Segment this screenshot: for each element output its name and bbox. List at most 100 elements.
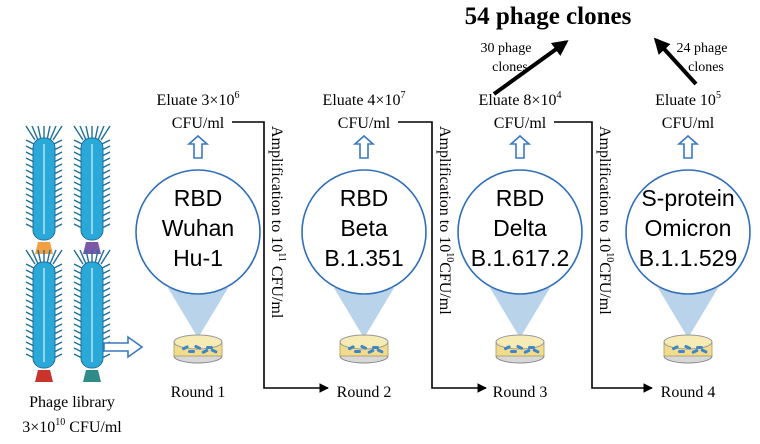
eluate-line2: CFU/ml bbox=[494, 115, 547, 132]
round-label: Round 4 bbox=[661, 384, 716, 401]
magnify-cone bbox=[658, 288, 718, 338]
right-result-arrow bbox=[653, 37, 698, 86]
magnify-cone bbox=[168, 288, 228, 338]
petri-dish bbox=[495, 334, 545, 364]
phage-1 bbox=[25, 125, 63, 254]
target-line-3: Hu-1 bbox=[173, 245, 223, 271]
eluate-arrow bbox=[676, 134, 700, 159]
phage-tip bbox=[83, 370, 101, 382]
dish-phage bbox=[360, 344, 368, 350]
dish-phage bbox=[372, 346, 379, 349]
phage-4 bbox=[73, 249, 111, 382]
dish-phage bbox=[528, 346, 535, 349]
library-to-round1-arrow bbox=[103, 335, 144, 359]
dish-phage bbox=[516, 344, 524, 350]
target-line-1: RBD bbox=[340, 185, 389, 211]
left-result-arrow bbox=[492, 40, 569, 96]
dish-phage bbox=[210, 348, 218, 354]
target-line-1: RBD bbox=[174, 185, 223, 211]
dish-phage bbox=[532, 348, 540, 354]
dish-phage bbox=[700, 348, 708, 354]
left-count-line1: 30 phage bbox=[481, 41, 532, 56]
amplification-label: Amplification to 1011 CFU/ml bbox=[268, 126, 287, 319]
eluate-line1: Eluate 105 bbox=[655, 90, 721, 109]
phage-spike bbox=[49, 249, 57, 265]
phage-spike bbox=[85, 249, 90, 265]
phage-spike bbox=[79, 249, 87, 265]
target-line-3: B.1.351 bbox=[324, 245, 403, 271]
petri-dish bbox=[339, 334, 389, 364]
eluate-line1: Eluate 8×104 bbox=[479, 90, 562, 109]
phage-spike bbox=[101, 139, 111, 145]
phage-spike bbox=[53, 263, 63, 269]
eluate-line1: Eluate 4×107 bbox=[323, 90, 406, 109]
dish-phage bbox=[348, 345, 355, 351]
phage-spike bbox=[100, 125, 111, 141]
amplification-group: Amplification to 1011 CFU/ml Amplificatio… bbox=[232, 121, 653, 393]
dish-phage bbox=[691, 349, 699, 354]
target-line-2: Wuhan bbox=[162, 215, 234, 241]
dish-phage bbox=[188, 350, 195, 353]
round-label: Round 2 bbox=[337, 384, 392, 401]
target-line-3: B.1.617.2 bbox=[471, 245, 569, 271]
phage-spike bbox=[79, 125, 87, 141]
petri-dish bbox=[663, 334, 713, 364]
library-label-line2: 3×1010 CFU/ml bbox=[22, 417, 122, 436]
phage-2 bbox=[73, 125, 111, 254]
dish-phage bbox=[182, 345, 189, 351]
eluate-line2: CFU/ml bbox=[338, 115, 391, 132]
phage-spike bbox=[73, 249, 84, 265]
left-count-line2: clones bbox=[492, 60, 528, 75]
phage-spike bbox=[101, 263, 111, 269]
amplification-1: Amplification to 1011 CFU/ml bbox=[232, 121, 329, 393]
target-bubble bbox=[301, 169, 427, 295]
phage-spike bbox=[94, 125, 99, 141]
target-bubble bbox=[457, 169, 583, 295]
phage-spike bbox=[85, 125, 90, 141]
target-line-1: S-protein bbox=[641, 185, 734, 211]
target-bubble bbox=[135, 169, 261, 295]
phage-tip bbox=[35, 242, 53, 254]
phage-3 bbox=[25, 249, 63, 382]
phage-spike bbox=[94, 249, 99, 265]
phage-spike bbox=[31, 125, 39, 141]
phage-library-illustration bbox=[25, 125, 111, 382]
phage-spike bbox=[37, 249, 42, 265]
dish-phage bbox=[684, 344, 692, 350]
eluate-line1: Eluate 3×106 bbox=[157, 90, 240, 109]
dish-phage bbox=[504, 345, 511, 351]
petri-dish bbox=[173, 334, 223, 364]
right-count-line1: 24 phage bbox=[677, 41, 728, 56]
phage-spike bbox=[25, 125, 36, 141]
dish-phage bbox=[510, 350, 517, 353]
round-label: Round 1 bbox=[171, 384, 226, 401]
eluate-line2: CFU/ml bbox=[172, 115, 225, 132]
dish-phage bbox=[367, 349, 375, 354]
amplification-2: Amplification to 1010CFU/ml bbox=[398, 121, 487, 393]
phage-spike bbox=[31, 249, 39, 265]
amplification-label: Amplification to 1010CFU/ml bbox=[596, 126, 615, 315]
dish-phage bbox=[696, 346, 703, 349]
amplification-line bbox=[398, 121, 487, 393]
amplification-line bbox=[232, 121, 329, 393]
eluate-arrow bbox=[352, 134, 376, 159]
phage-spike bbox=[37, 125, 42, 141]
dish-phage bbox=[201, 349, 209, 354]
phage-spike bbox=[46, 125, 51, 141]
amplification-3: Amplification to 1010CFU/ml bbox=[554, 121, 653, 393]
amplification-label: Amplification to 1010CFU/ml bbox=[436, 126, 455, 315]
phage-spike bbox=[46, 249, 51, 265]
target-bubble bbox=[625, 169, 751, 295]
right-count-line2: clones bbox=[688, 60, 724, 75]
phage-spike bbox=[73, 139, 83, 145]
result-title: 54 phage clones bbox=[465, 3, 632, 30]
phage-spike bbox=[25, 263, 35, 269]
phage-spike bbox=[73, 125, 84, 141]
phage-tip bbox=[35, 370, 53, 382]
target-line-2: Delta bbox=[493, 215, 547, 241]
dish-phage bbox=[194, 344, 202, 350]
eluate-arrow bbox=[186, 134, 210, 159]
